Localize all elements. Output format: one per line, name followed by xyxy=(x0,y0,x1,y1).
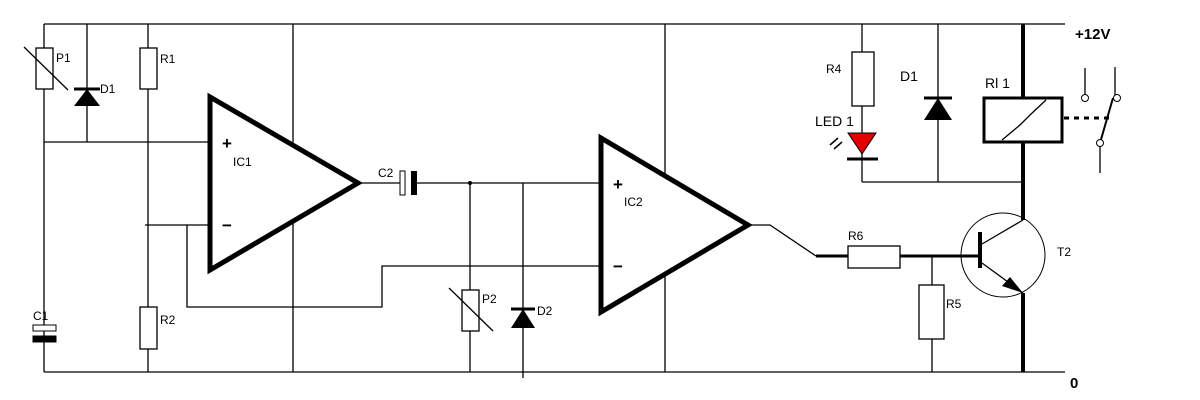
resistor-r5 xyxy=(918,284,945,340)
label-d2: D2 xyxy=(537,304,553,318)
led-1 xyxy=(847,132,877,155)
resistor-r1 xyxy=(139,47,158,90)
label-c2: C2 xyxy=(378,166,394,180)
opamp-ic1 xyxy=(207,92,363,275)
label-r2: R2 xyxy=(160,313,176,327)
light-emission-icon xyxy=(829,137,843,150)
resistor-r2 xyxy=(139,306,158,350)
diode-d2 xyxy=(511,183,535,378)
ic2-minus-sign: − xyxy=(613,257,623,276)
capacitor-c2 xyxy=(399,170,406,196)
label-c1: C1 xyxy=(33,309,49,323)
label-r4: R4 xyxy=(826,62,842,76)
capacitor-c1 xyxy=(32,324,57,332)
potentiometer-p2 xyxy=(448,183,494,372)
label-t2: T2 xyxy=(1057,245,1071,259)
label-d1-left: D1 xyxy=(100,82,116,96)
label-ic1: IC1 xyxy=(233,155,252,169)
label-r5: R5 xyxy=(946,297,962,311)
label-relay: Rl 1 xyxy=(985,75,1010,91)
label-r6: R6 xyxy=(848,229,864,243)
feedback-wire xyxy=(186,225,600,308)
resistor-r6 xyxy=(847,245,901,269)
label-r1: R1 xyxy=(160,52,176,66)
ic2-plus-sign: + xyxy=(613,175,623,194)
transistor-t2 xyxy=(960,212,1046,298)
label-supply: +12V xyxy=(1075,26,1110,43)
relay-switch xyxy=(1081,67,1121,173)
label-p1: P1 xyxy=(56,51,71,65)
label-p2: P2 xyxy=(482,292,497,306)
label-ground: 0 xyxy=(1070,375,1078,392)
resistor-r4 xyxy=(851,51,875,107)
divider-r1-r2 xyxy=(139,24,158,372)
relay-coil xyxy=(982,96,1064,144)
label-led1: LED 1 xyxy=(815,113,854,129)
label-ic2: IC2 xyxy=(624,195,643,209)
p1-c1-branch xyxy=(23,24,69,372)
opamp-ic2 xyxy=(598,133,753,317)
diode-d1-left xyxy=(74,24,100,142)
label-d1-right: D1 xyxy=(900,68,918,84)
potentiometer-p1 xyxy=(35,47,54,90)
ic1-minus-sign: − xyxy=(222,216,232,235)
diode-d1-right xyxy=(924,24,952,182)
ic1-plus-sign: + xyxy=(222,134,232,153)
